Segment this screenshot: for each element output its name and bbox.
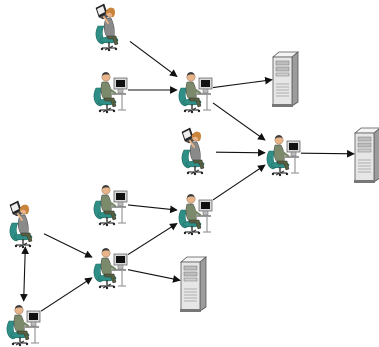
- female-laptop-user-icon: [9, 200, 33, 249]
- male-desktop-user-icon: [93, 248, 128, 290]
- flow-arrow: [300, 149, 355, 158]
- server-tower-icon: [271, 51, 300, 107]
- flow-arrow: [212, 102, 266, 141]
- male-desktop-user-icon: [178, 72, 213, 114]
- male-desktop-user-icon: [93, 72, 128, 114]
- flow-arrow: [215, 148, 266, 157]
- flow-arrow: [127, 269, 181, 283]
- male-desktop-user-icon: [6, 305, 41, 347]
- female-laptop-user-icon: [95, 3, 119, 52]
- flow-arrow: [212, 164, 266, 201]
- flow-arrow: [212, 76, 273, 89]
- female-laptop-user-icon: [181, 127, 205, 176]
- edge-layer: [20, 41, 355, 312]
- node-layer: [6, 3, 379, 347]
- flow-arrow: [129, 41, 178, 78]
- flow-arrow: [43, 233, 93, 258]
- server-tower-icon: [179, 256, 208, 312]
- male-desktop-user-icon: [178, 194, 213, 236]
- flow-arrow: [127, 204, 178, 214]
- flow-arrow: [127, 222, 178, 256]
- bidirectional-arrow: [20, 246, 29, 302]
- male-desktop-user-icon: [93, 185, 128, 227]
- flow-arrow: [40, 277, 93, 312]
- server-tower-icon: [353, 127, 379, 183]
- male-desktop-user-icon: [266, 135, 301, 177]
